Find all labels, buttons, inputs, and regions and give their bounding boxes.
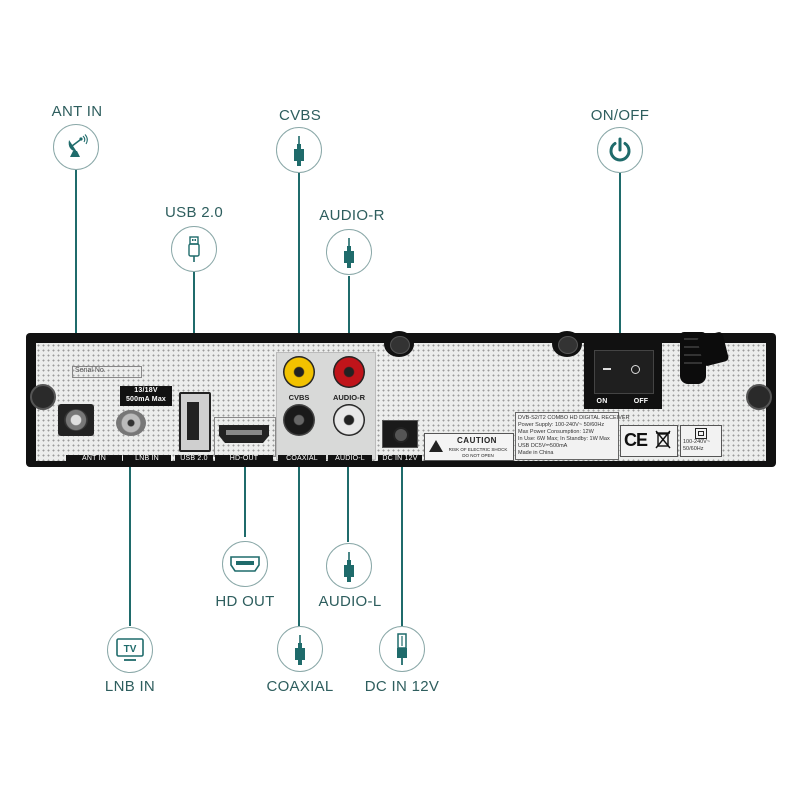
satellite-dish-icon <box>53 124 99 170</box>
double-insulation-icon <box>695 428 707 439</box>
dc-in-jack-hole <box>393 427 409 443</box>
power-icon <box>597 127 643 173</box>
lnb-in-leader <box>129 424 131 626</box>
coaxial-panel-label: COAXIAL <box>286 455 318 462</box>
cvbs-leader <box>298 173 300 373</box>
ant-in-leader <box>75 170 77 422</box>
tv-icon: TV <box>107 627 153 673</box>
dc-in-callout-label: DC IN 12V <box>364 678 440 695</box>
ant-in-panel-label: ANT IN <box>81 455 107 462</box>
weee-bin-icon <box>655 430 671 450</box>
power-rocker-switch[interactable] <box>594 350 654 394</box>
serial-number-label: Serial No. <box>72 366 142 378</box>
dc-plug-icon <box>379 626 425 672</box>
spec-line-1: DVB-S2/T2 COMBO HD DIGITAL RECEIVER <box>518 415 630 421</box>
certification-box: CE <box>620 425 678 457</box>
coaxial-rca-plug-icon <box>277 626 323 672</box>
switch-on-label: ON <box>596 398 608 405</box>
warning-triangle-icon <box>429 440 443 452</box>
caution-title: CAUTION <box>457 436 497 445</box>
coaxial-panel-label-bg <box>278 455 326 464</box>
cvbs-callout-label: CVBS <box>278 107 322 124</box>
usb-port-tongue <box>187 402 199 440</box>
audio-r-leader <box>348 276 350 374</box>
lnb-in-panel-label-bg <box>123 455 171 464</box>
hdmi-port-inner <box>226 430 262 435</box>
spec-line-5: USB DC5V⎓500mA <box>518 443 568 449</box>
usb-port[interactable] <box>179 392 211 452</box>
spec-line-3: Max Power Consumption: 12W <box>518 429 594 435</box>
top-screw-right-head <box>558 336 578 354</box>
svg-text:TV: TV <box>124 644 137 655</box>
dc-in-jack[interactable] <box>382 420 418 448</box>
hd-out-callout-label: HD OUT <box>215 593 275 610</box>
dc-in-leader <box>401 434 403 626</box>
power-rating-line1: 100-240V~ <box>683 439 711 445</box>
cvbs-panel-label: CVBS <box>288 393 310 402</box>
dc-in-panel-label-bg <box>378 455 422 464</box>
hd-out-panel-label-bg <box>215 455 273 464</box>
on-off-callout-label: ON/OFF <box>590 107 650 124</box>
spec-sticker: DVB-S2/T2 COMBO HD DIGITAL RECEIVER Powe… <box>515 412 630 460</box>
side-screw-left <box>30 384 56 410</box>
ce-mark-icon: CE <box>624 430 648 450</box>
audio-l-panel-label-bg <box>328 455 372 464</box>
audio-r-callout-label: AUDIO-R <box>319 207 385 224</box>
coaxial-leader <box>298 424 300 626</box>
lnb-in-connector <box>116 410 146 436</box>
spec-line-6: Made in China <box>518 450 554 456</box>
power-rocker-off-indicator <box>631 365 640 374</box>
usb-panel-label: USB 2.0 <box>180 455 208 462</box>
ant-in-callout-label: ANT IN <box>51 103 103 120</box>
lnb-spec-line1: 13/18V <box>134 387 158 394</box>
audio-r-rca-plug-icon <box>326 229 372 275</box>
ant-in-panel-label-bg <box>66 455 122 464</box>
spec-line-2: Power Supply: 100-240V~ 50/60Hz <box>518 422 605 428</box>
side-screw-right <box>746 384 772 410</box>
power-rocker-on-indicator <box>603 368 611 370</box>
coaxial-callout-label: COAXIAL <box>266 678 334 695</box>
usb-panel-label-bg <box>175 455 213 464</box>
caution-label: CAUTION RISK OF ELECTRIC SHOCK DO NOT OP… <box>424 433 514 461</box>
top-screw-left-head <box>390 336 410 354</box>
hdmi-port-icon <box>222 541 268 587</box>
lnb-spec-line2: 500mA Max <box>125 396 167 403</box>
spec-line-4: In Use: 6W Max; In Standby: 1W Max <box>518 436 610 442</box>
caution-line1: RISK OF ELECTRIC SHOCK <box>448 447 508 452</box>
audio-l-panel-label: AUDIO-L <box>335 455 365 462</box>
switch-off-label: OFF <box>633 398 649 405</box>
audio-l-jack[interactable] <box>333 404 365 436</box>
rca-plug-icon <box>276 127 322 173</box>
audio-r-jack[interactable] <box>333 356 365 388</box>
audio-l-leader <box>347 424 349 542</box>
lnb-spec-box <box>120 386 172 406</box>
dc-in-panel-label: DC IN 12V <box>382 455 418 462</box>
hd-out-panel-label: HD-OUT <box>229 455 259 462</box>
usb-plug-icon <box>171 226 217 272</box>
coaxial-jack[interactable] <box>283 404 315 436</box>
caution-line2: DO NOT OPEN <box>462 453 494 458</box>
ant-in-connector-ring <box>64 409 88 431</box>
power-rating-box: 100-240V~ 50/60Hz <box>680 425 722 457</box>
lnb-in-callout-label: LNB IN <box>104 678 156 695</box>
cvbs-jack[interactable] <box>283 356 315 388</box>
audio-l-callout-label: AUDIO-L <box>318 593 382 610</box>
power-rating-line2: 50/60Hz <box>683 446 704 452</box>
audio-r-panel-label: AUDIO-R <box>332 393 366 402</box>
hd-out-leader <box>244 437 246 537</box>
lnb-in-panel-label: LNB IN <box>135 455 159 462</box>
usb-callout-label: USB 2.0 <box>165 204 223 221</box>
audio-l-rca-plug-icon <box>326 543 372 589</box>
on-off-leader <box>619 173 621 353</box>
